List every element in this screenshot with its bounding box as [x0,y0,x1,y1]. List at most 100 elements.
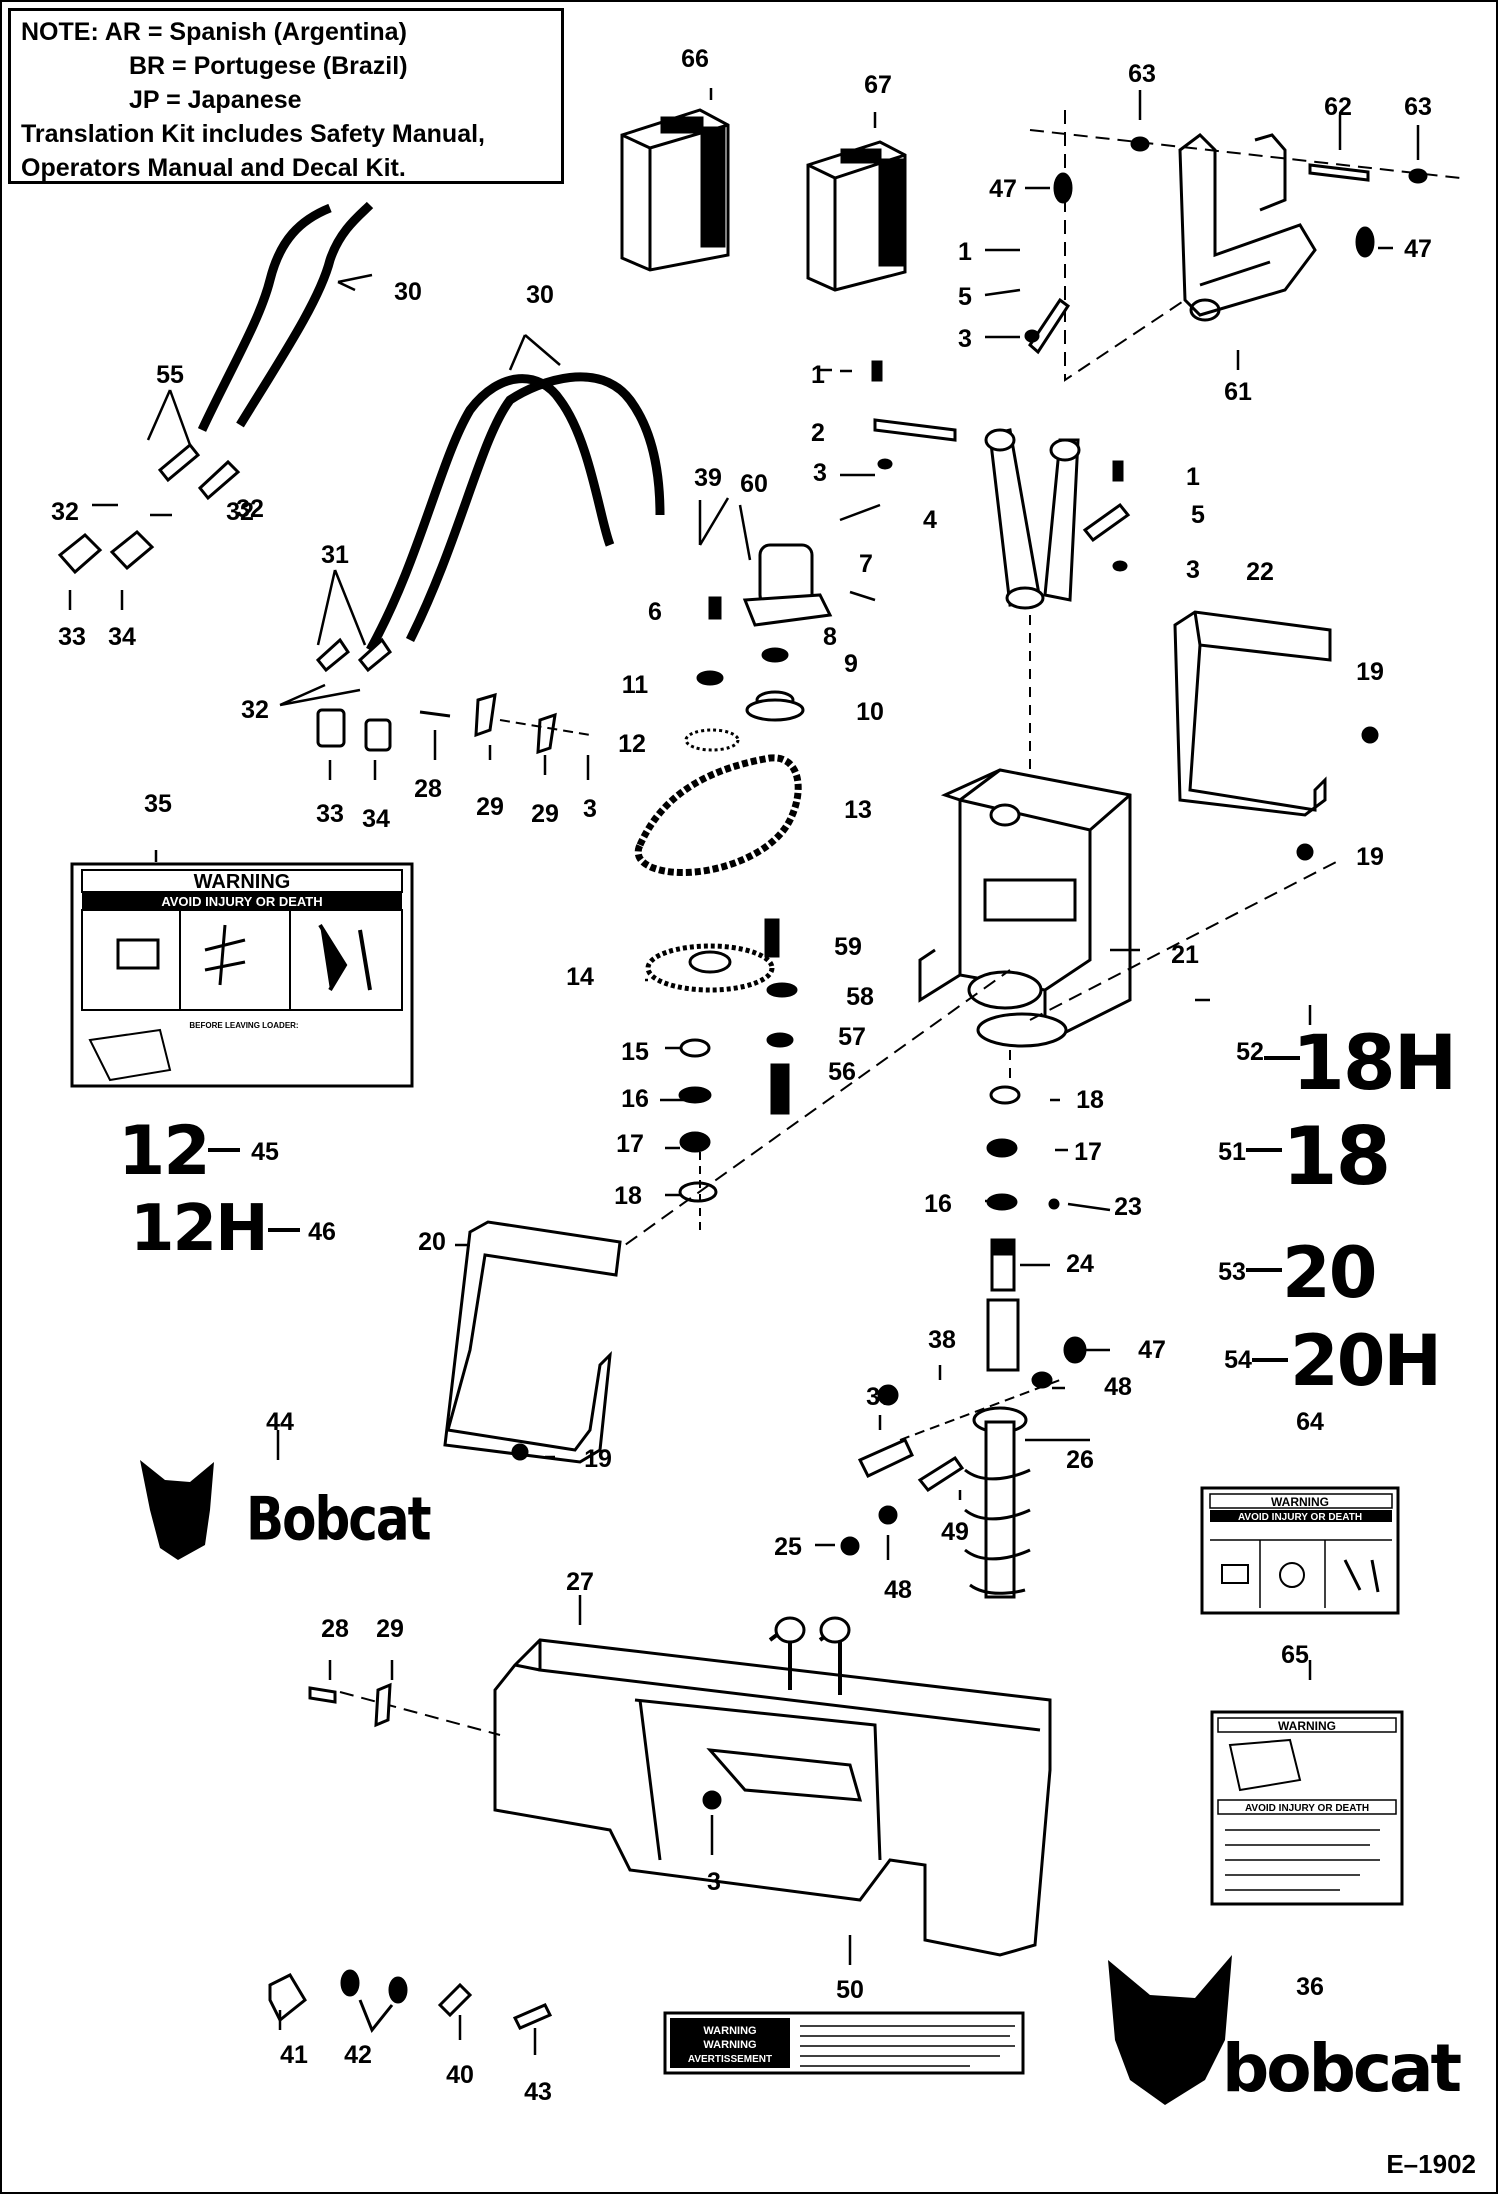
sprocket-12 [684,728,740,752]
model-decal-leaders [208,1056,1300,1362]
motor-7 [742,543,833,627]
manual-67-icon [806,140,907,292]
fittings-31 [315,637,393,673]
callout-33: 33 [58,623,86,651]
callout-64: 64 [1296,1408,1324,1436]
callout-3c: 3 [1186,556,1200,584]
callout-54: 54 [1224,1346,1252,1374]
callout-19: 19 [1356,658,1384,686]
small-hardware [511,136,1428,1810]
callout-30a: 30 [394,278,422,306]
callout-18: 18 [614,1182,642,1210]
callout-16: 16 [621,1085,649,1113]
callout-53: 53 [1218,1258,1246,1286]
callout-9: 9 [844,650,858,678]
callout-63b: 63 [1404,93,1432,121]
note-line-3: JP = Japanese [129,86,302,114]
manual-66-icon [620,108,730,272]
callout-31: 31 [321,541,349,569]
callout-47: 47 [989,175,1017,203]
callout-59: 59 [834,933,862,961]
callout-29c: 29 [376,1615,404,1643]
warning-decal-50: WARNING WARNING AVERTISSEMENT [663,2011,1025,2075]
decal-64-subheader: AVOID INJURY OR DEATH [1238,1512,1362,1523]
callout-3: 3 [958,325,972,353]
callout-26: 26 [1066,1446,1094,1474]
callout-48: 48 [1104,1373,1132,1401]
sprocket-10 [745,690,805,722]
callout-3d: 3 [583,795,597,823]
callout-15: 15 [621,1038,649,1066]
callout-8: 8 [823,623,837,651]
callout-25: 25 [774,1533,802,1561]
callout-45: 45 [251,1138,279,1166]
figure-number: E–1902 [1386,2149,1476,2179]
callout-16b: 16 [924,1190,952,1218]
model-decal-54: 20H [1290,1320,1442,1402]
callout-5b: 5 [1191,501,1205,529]
model-decal-53: 20 [1282,1232,1377,1314]
callout-34: 34 [108,623,136,651]
callout-28b: 28 [321,1615,349,1643]
couplers-33-34-left [57,529,155,575]
callout-32d: 32 [241,696,269,724]
warning-decal-64: WARNING AVOID INJURY OR DEATH [1200,1486,1400,1615]
fittings-55 [157,442,241,501]
bobcat-head-36-icon [1108,1955,1232,2105]
callout-19b: 19 [1356,843,1384,871]
bearing-stack-right [986,1085,1021,1211]
hose-30-right [366,372,665,653]
decal-35-footer: BEFORE LEAVING LOADER: [189,1021,298,1030]
callout-63: 63 [1128,60,1156,88]
decal-35-subheader: AVOID INJURY OR DEATH [161,894,322,909]
callout-20: 20 [418,1228,446,1256]
hose-clamps-top [419,692,591,755]
adjuster-stack [764,918,798,1115]
decal-65-header: WARNING [1278,1719,1336,1733]
callout-10: 10 [856,698,884,726]
callout-47b: 47 [1404,235,1432,263]
auger-26 [964,1406,1031,1599]
callout-47c: 47 [1138,1336,1166,1364]
callout-3b: 3 [813,459,827,487]
gearbox-housing-21 [918,768,1132,1048]
callout-6: 6 [648,598,662,626]
pins-42 [340,1969,408,2033]
callout-66: 66 [681,45,709,73]
bobcat-head-44-icon [140,1460,214,1560]
callout-27: 27 [566,1568,594,1596]
callout-39: 39 [694,464,722,492]
callout-29b: 29 [531,800,559,828]
guard-plate-20 [443,1220,622,1464]
callout-19c: 19 [584,1445,612,1473]
callout-58: 58 [846,983,874,1011]
callout-17: 17 [616,1130,644,1158]
callout-5: 5 [958,283,972,311]
bearing-stack-left [678,1038,718,1203]
note-line-4: Translation Kit includes Safety Manual, [21,120,485,148]
callout-28: 28 [414,775,442,803]
callout-52: 52 [1236,1038,1264,1066]
callout-4: 4 [923,506,937,534]
callout-2: 2 [811,419,825,447]
callout-67: 67 [864,71,892,99]
callout-44: 44 [266,1408,294,1436]
callout-18b: 18 [1076,1086,1104,1114]
decal-65-subheader: AVOID INJURY OR DEATH [1245,1803,1369,1814]
callout-56: 56 [828,1058,856,1086]
callout-49: 49 [941,1518,969,1546]
callout-42: 42 [344,2041,372,2069]
callout-62: 62 [1324,93,1352,121]
callout-1: 1 [958,238,972,266]
couplers-33-34 [316,708,392,752]
callout-13: 13 [844,796,872,824]
callout-23: 23 [1114,1193,1142,1221]
bobcat-logo-36-text: bobcat [1222,2030,1462,2107]
callout-22: 22 [1246,558,1274,586]
guard-22 [1173,610,1332,817]
decal-50-word-2: WARNING [703,2039,756,2051]
decal-50-word-3: AVERTISSEMENT [688,2054,772,2065]
model-decal-45: 12 [118,1112,211,1191]
clip-40 [437,1982,473,2018]
